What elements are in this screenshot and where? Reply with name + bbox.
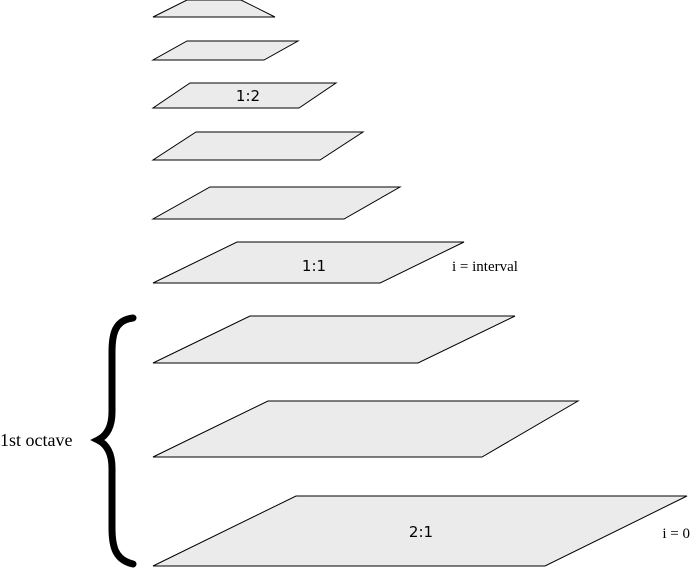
plane-level-5 (151, 131, 365, 161)
zero-label: i = 0 (662, 526, 690, 542)
plane-level-1 (152, 400, 580, 458)
octave-label: 1st octave (0, 430, 72, 450)
plane-level-3 (152, 241, 465, 284)
plane-label-2-1: 2:1 (409, 523, 433, 541)
plane-level-7 (151, 40, 300, 61)
plane-label-1-1: 1:1 (302, 257, 326, 275)
plane-level-8 (152, 0, 276, 18)
plane-level-0 (152, 495, 688, 567)
plane-level-4 (151, 186, 402, 220)
interval-label: i = interval (452, 259, 518, 275)
plane-level-2 (152, 315, 516, 364)
plane-level-6 (151, 82, 338, 109)
plane-label-1-2: 1:2 (236, 87, 260, 105)
octave-brace (90, 314, 137, 568)
